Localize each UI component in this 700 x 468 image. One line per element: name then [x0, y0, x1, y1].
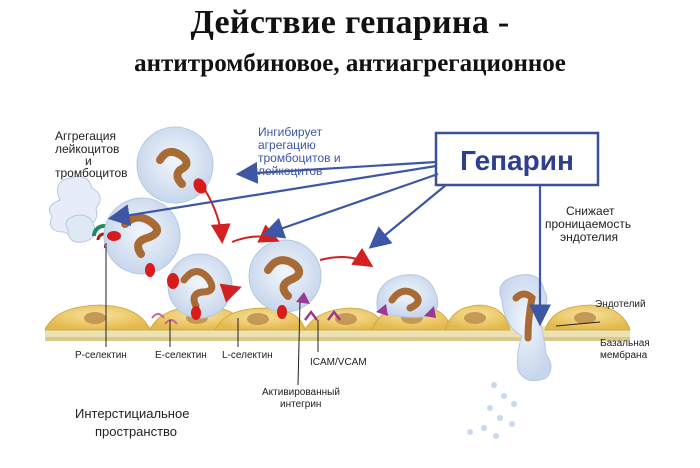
interstitial-label: Интерстициальное: [75, 406, 189, 421]
endothelial-nucleus: [335, 313, 357, 325]
inhibits-label: лейкоцитов: [258, 164, 322, 178]
heparin-label: Гепарин: [460, 145, 574, 176]
e-selectin-markers: [151, 313, 178, 325]
leukocyte-movement-arrows: [204, 189, 374, 303]
label-pointers: [105, 243, 601, 386]
page-title: Действие гепарина -: [190, 4, 510, 41]
leukocyte-5: [376, 274, 439, 318]
reduces-label: Снижает: [566, 204, 615, 218]
p-selectin-label: P-селектин: [75, 350, 127, 361]
inhibits-label: тромбоцитов и: [258, 151, 341, 165]
heparin-box: Гепарин: [434, 131, 600, 187]
reduces-label: эндотелия: [560, 230, 618, 244]
aggregation-label: Аггрегация: [55, 129, 116, 143]
aggregation-label: лейкоцитов: [55, 142, 119, 156]
aggregation-label: и: [85, 154, 92, 168]
leukocyte-4: [248, 239, 322, 319]
endothelial-nucleus: [84, 312, 106, 324]
page-subtitle: антитромбиновое, антиагрегационное: [134, 50, 566, 77]
e-selectin-label: E-селектин: [155, 350, 207, 361]
reduces-label: проницаемость: [545, 217, 631, 231]
integrin-label: интегрин: [280, 399, 321, 410]
heparin-arrows: [107, 160, 551, 327]
leakage-dots: [467, 382, 517, 439]
basal-membrane-label: мембрана: [600, 349, 648, 361]
icam-label: ICAM/VCAM: [310, 357, 367, 368]
interstitial-label: пространство: [95, 424, 177, 439]
endothelial-nucleus: [247, 313, 269, 325]
leukocyte-aggregate: [48, 175, 116, 248]
endothelial-nucleus: [464, 312, 486, 324]
l-selectin-label: L-селектин: [222, 350, 273, 361]
leukocyte-6-transmigrating: [499, 274, 552, 382]
basal-membrane-label: Базальная: [600, 338, 650, 349]
leukocyte-1: [136, 126, 214, 204]
integrin-label: Активированный: [262, 387, 340, 398]
inhibits-label: Ингибирует: [258, 125, 323, 139]
leukocyte-3: [167, 253, 233, 320]
endothelial-nucleus: [574, 312, 596, 324]
aggregation-label: тромбоцитов: [55, 166, 128, 180]
endothelium-label: Эндотелий: [595, 299, 646, 310]
inhibits-label: агрегацию: [258, 138, 316, 152]
icam-markers: [304, 310, 341, 321]
basal-membrane-edge: [45, 337, 630, 341]
